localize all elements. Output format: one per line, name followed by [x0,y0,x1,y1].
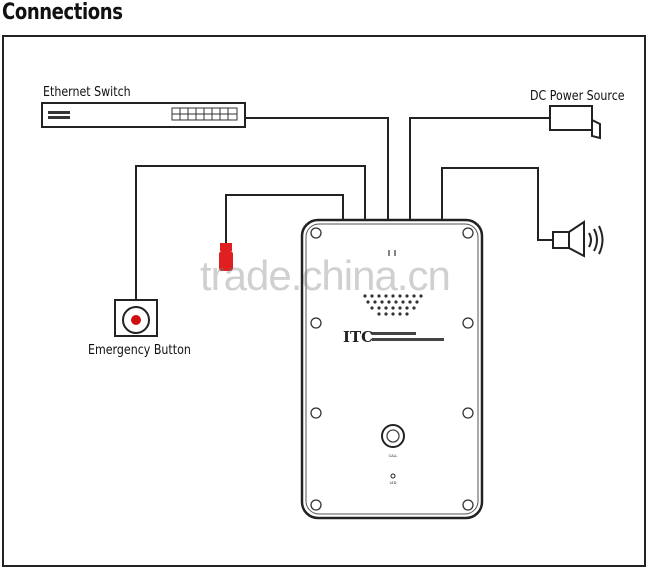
call-label: CALL [389,454,398,458]
led-indicator-icon [219,243,233,271]
emergency-button-cable [135,165,366,300]
diagram-frame [2,35,646,567]
brand-logo: ITC [343,328,444,346]
svg-text:ITC: ITC [343,328,373,346]
call-button [381,424,405,448]
watermark: trade.china.cn [200,252,451,299]
ethernet-cable [246,117,389,222]
led-label: LED [390,481,397,485]
status-led [390,473,396,479]
emergency-button-icon [114,299,158,337]
power-cable [409,117,550,222]
emergency-button-label: Emergency Button [88,343,191,358]
speaker-cable [441,167,553,241]
dc-power-source-icon [549,105,601,140]
ethernet-switch-label: Ethernet Switch [43,85,131,100]
led-cable [225,194,344,244]
dc-power-source-label: DC Power Source [530,89,625,104]
ethernet-switch-icon [41,102,246,128]
panel-screws [310,227,474,511]
diagram-title: Connections [2,0,123,25]
speaker-icon [552,220,604,258]
intercom-panel: ITC CALL LED [300,218,484,520]
speaker-grille [363,294,423,316]
